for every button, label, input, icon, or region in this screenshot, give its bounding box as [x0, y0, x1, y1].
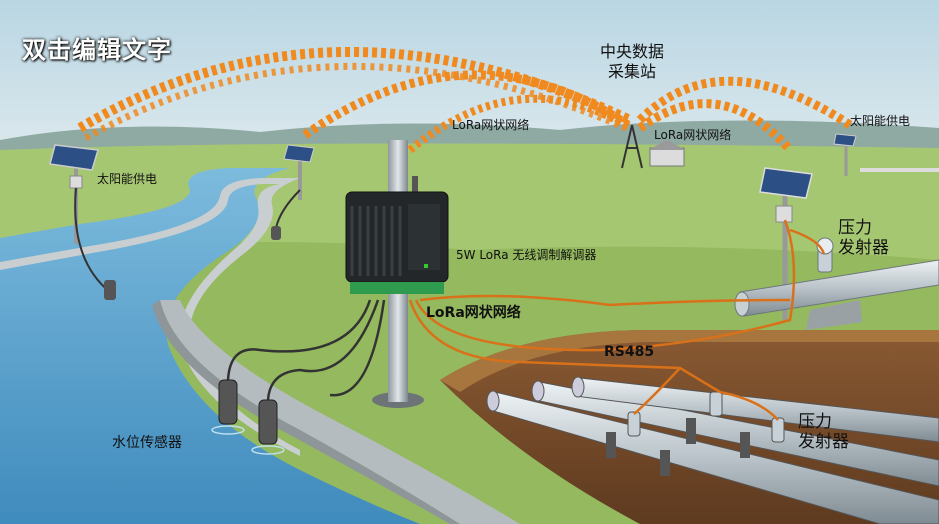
canal-bank-far — [0, 178, 300, 456]
terminal-block — [350, 282, 444, 294]
label-pressure-bottom-1: 压力 — [798, 412, 832, 432]
label-lora-mesh-pipe: LoRa网状网络 — [426, 305, 521, 321]
cables — [408, 219, 826, 421]
cable — [408, 299, 721, 394]
cable — [419, 294, 791, 307]
modem-antenna — [412, 176, 418, 198]
cable — [266, 299, 380, 401]
cable — [719, 390, 779, 421]
label-water-level-sensor: 水位传感器 — [112, 435, 182, 451]
trench-edge — [440, 330, 939, 392]
central-station — [621, 124, 686, 169]
cable — [633, 367, 681, 415]
cable — [226, 299, 372, 381]
label-pressure-bottom-2: 发射器 — [798, 432, 849, 452]
label-lora-mesh-left: LoRa网状网络 — [452, 118, 530, 132]
pressure-transmitter-buried — [627, 411, 641, 437]
title-text: 双击编辑文字 — [22, 36, 172, 64]
modem-station — [345, 140, 449, 408]
pressure-transmitter-buried — [709, 391, 723, 417]
central-station-label: 中央数据 采集站 — [600, 42, 664, 82]
central-station-line1: 中央数据 — [600, 42, 665, 61]
label-pressure-top-2: 发射器 — [838, 238, 889, 258]
pressure-transmitter-buried — [771, 417, 785, 443]
label-rs485: RS485 — [604, 344, 655, 360]
central-station-line2: 采集站 — [608, 62, 657, 81]
water-level-sensor — [218, 379, 238, 425]
tower — [621, 124, 643, 169]
label-solar-right: 太阳能供电 — [850, 114, 911, 128]
radio-wave-arc — [302, 70, 631, 139]
pipeline-buried — [486, 376, 939, 524]
sensor-cables — [226, 299, 386, 401]
cable — [789, 228, 826, 255]
cable — [329, 299, 386, 397]
label-solar-left: 太阳能供电 — [97, 172, 158, 186]
station-roof — [648, 140, 686, 150]
pipeline-surface — [734, 237, 939, 330]
label-pressure-transmitter-top: 压力 发射器 — [838, 218, 889, 258]
solar-panel-middle — [271, 144, 315, 240]
water-level-sensor — [258, 399, 278, 445]
radio-wave-arc — [636, 76, 853, 129]
water-level-sensors — [211, 379, 285, 455]
label-modem: 5W LoRa 无线调制解调器 — [456, 248, 597, 262]
cable — [414, 219, 796, 352]
label-pressure-transmitter-bottom: 压力 发射器 — [798, 412, 849, 452]
solar-panel-left — [49, 144, 116, 300]
radio-waves — [77, 46, 853, 154]
label-lora-mesh-right: LoRa网状网络 — [654, 128, 732, 142]
label-pressure-top-1: 压力 — [838, 218, 872, 238]
radio-wave-arc — [637, 99, 794, 153]
solar-panel-right-far — [833, 133, 939, 176]
station-house — [649, 147, 685, 167]
water-canal — [0, 168, 420, 524]
radio-wave-arc — [407, 94, 633, 154]
